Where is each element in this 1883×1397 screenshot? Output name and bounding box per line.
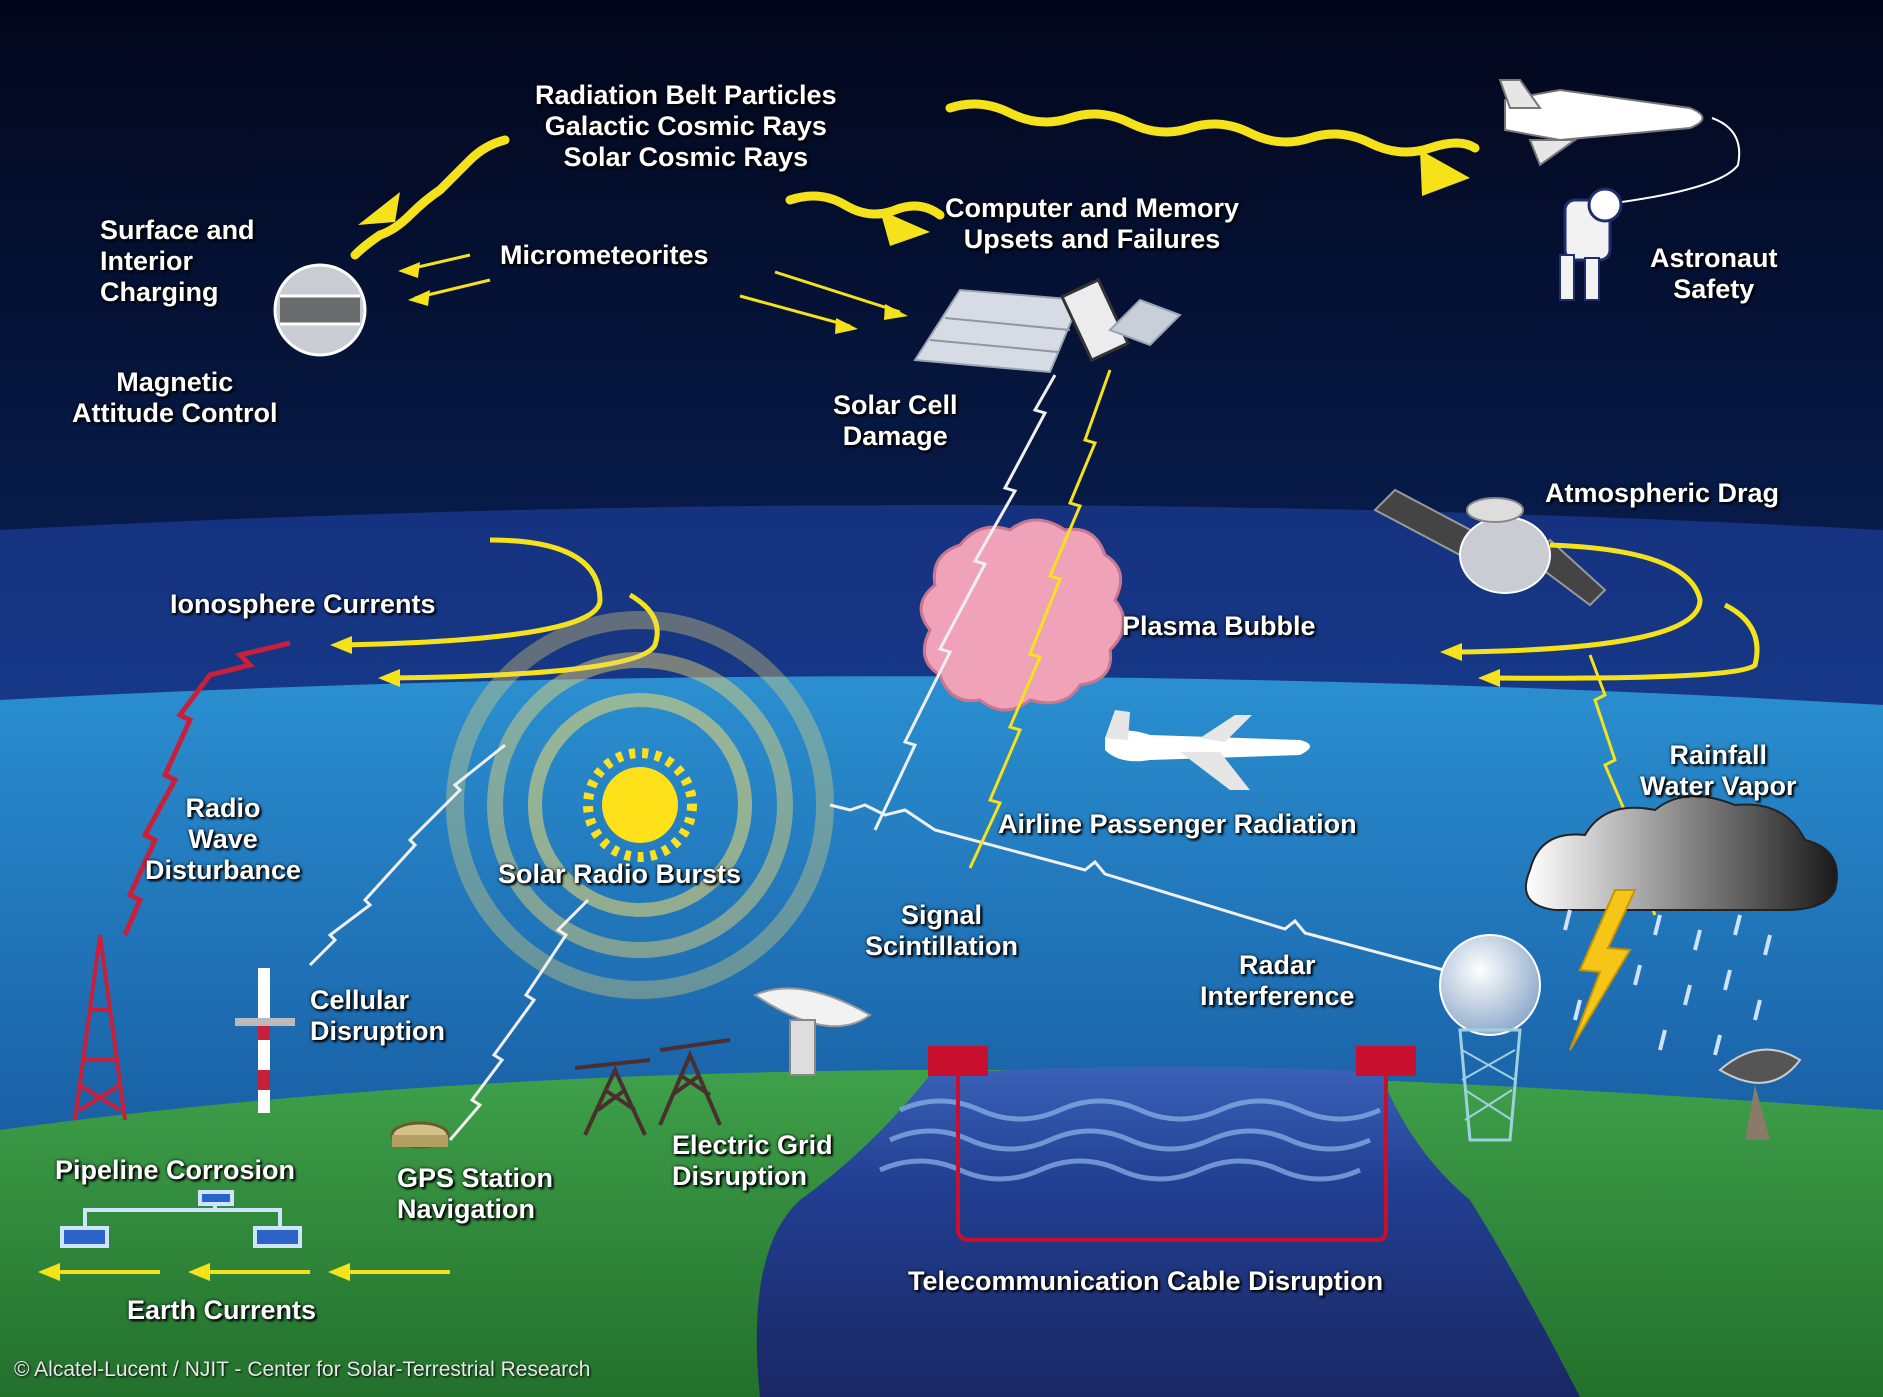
electric-grid-label: Electric GridDisruption [672,1130,833,1192]
magnetic-attitude-label: MagneticAttitude Control [72,367,277,429]
telecom-cable-label: Telecommunication Cable Disruption [908,1266,1383,1297]
atmospheric-drag-label: Atmospheric Drag [1545,478,1779,509]
surface-charging-label: Surface andInteriorCharging [100,215,255,308]
micrometeorites-label: Micrometeorites [500,240,709,271]
solar-cell-damage-label: Solar CellDamage [833,390,958,452]
earth-currents-label: Earth Currents [127,1295,316,1326]
plasma-bubble-icon [921,520,1124,710]
solar-radio-bursts-label: Solar Radio Bursts [498,859,741,890]
cellular-disruption-label: CellularDisruption [310,985,445,1047]
pipeline-corrosion-label: Pipeline Corrosion [55,1155,295,1186]
computer-upsets-label: Computer and MemoryUpsets and Failures [945,193,1239,255]
gps-navigation-label: GPS StationNavigation [397,1163,553,1225]
satellite-icon [275,265,365,355]
astronaut-safety-label: AstronautSafety [1650,243,1778,305]
radiation-label: Radiation Belt ParticlesGalactic Cosmic … [535,80,837,173]
airline-radiation-label: Airline Passenger Radiation [998,809,1357,840]
ionosphere-currents-label: Ionosphere Currents [170,589,436,620]
copyright-credit: © Alcatel-Lucent / NJIT - Center for Sol… [14,1358,590,1382]
radar-interference-label: RadarInterference [1200,950,1355,1012]
signal-scintillation-label: SignalScintillation [865,900,1018,962]
plasma-bubble-label: Plasma Bubble [1122,611,1316,642]
radio-wave-label: RadioWaveDisturbance [145,793,301,886]
gps-station-icon [392,1123,448,1147]
rainfall-label: RainfallWater Vapor [1640,740,1797,802]
